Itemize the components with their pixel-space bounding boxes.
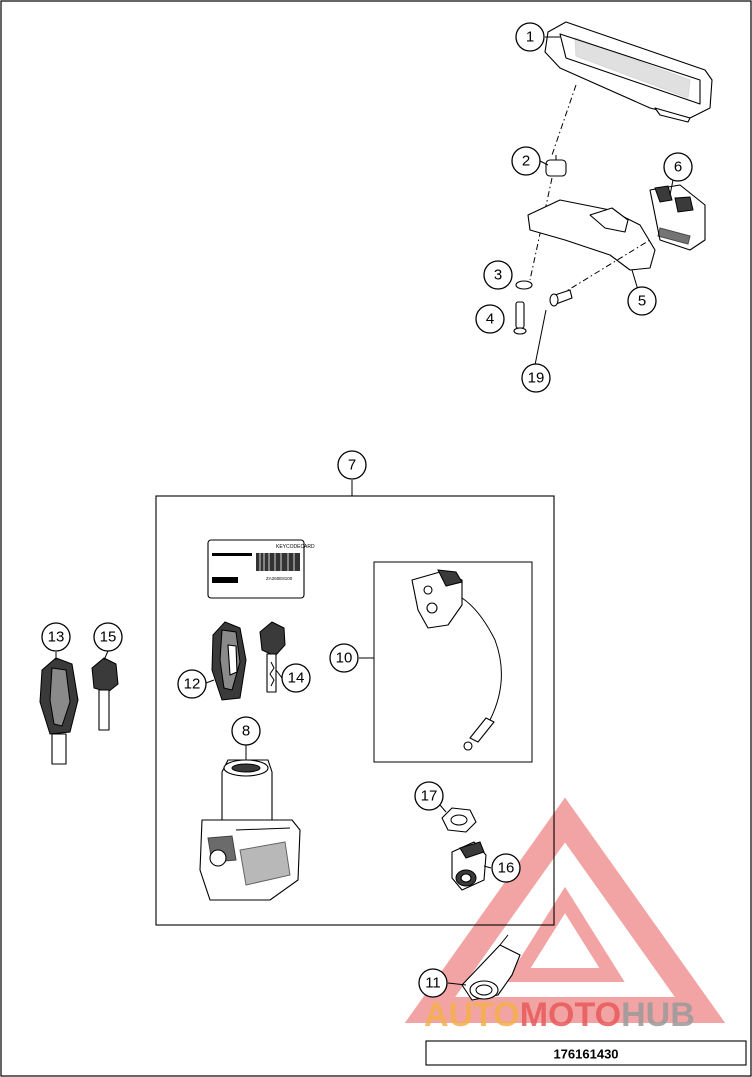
callout-label: 13 (48, 629, 65, 646)
ignition-lock (199, 759, 301, 901)
washer (515, 280, 533, 290)
callout-19: 19 (521, 363, 551, 393)
callout-label: 2 (522, 153, 530, 170)
callout-circle (281, 663, 311, 693)
callout-label: 1 (526, 29, 534, 46)
cable-assembly (411, 569, 502, 751)
callout-circle (177, 669, 207, 699)
card-title: KEYCODECARD (276, 544, 315, 550)
callout-circle (511, 146, 541, 176)
callout-circle (418, 968, 448, 998)
callout-8: 8 (231, 716, 261, 746)
callout-circle (231, 716, 261, 746)
key-code-card: KEYCODECARD ZA260E8100 (207, 539, 315, 599)
dashboard-display (544, 21, 713, 123)
card-code: ZA260E8100 (266, 576, 293, 581)
callout-label: 5 (638, 293, 646, 310)
callout-14: 14 (281, 663, 311, 693)
dash-line-2 (529, 177, 553, 281)
rubber-damper (545, 155, 567, 177)
watermark-text: AUTOMOTOHUB (424, 996, 695, 1034)
callout-circle (491, 853, 521, 883)
callout-17: 17 (414, 781, 444, 811)
lock-cylinder (451, 841, 487, 891)
screw-long (549, 289, 573, 307)
watermark-part2: MOTO (520, 996, 621, 1034)
key-fob-12 (211, 621, 247, 701)
callout-15: 15 (93, 622, 123, 652)
screw-short (513, 301, 527, 335)
callout-2: 2 (511, 146, 541, 176)
callout-circle (627, 286, 657, 316)
callout-4: 4 (475, 304, 505, 334)
callout-circle (475, 304, 505, 334)
callout-7: 7 (337, 450, 367, 480)
part-number-box (425, 1040, 747, 1066)
callout-label: 7 (348, 457, 356, 474)
cable-subframe (373, 561, 533, 763)
callout-label: 8 (242, 723, 250, 740)
callout-10: 10 (329, 643, 359, 673)
callout-label: 15 (100, 629, 117, 646)
svg-text:AUTOMOTOHUB: AUTOMOTOHUB (424, 996, 695, 1034)
callout-label: 17 (421, 788, 438, 805)
dash-line-3 (559, 239, 651, 296)
key-blank-15 (91, 657, 119, 731)
callout-label: 14 (288, 670, 305, 687)
kit-frame (155, 495, 555, 926)
callout-12: 12 (177, 669, 207, 699)
part-number: 176161430 (553, 1047, 618, 1062)
callout-1: 1 (515, 22, 545, 52)
dash-line-1 (551, 84, 577, 156)
callout-circle (515, 22, 545, 52)
callout-13: 13 (41, 622, 71, 652)
watermark-part3: HUB (621, 996, 695, 1034)
callout-label: 12 (184, 676, 201, 693)
key-fob-13 (39, 657, 79, 765)
hex-nut (441, 807, 477, 833)
callout-circle (93, 622, 123, 652)
callout-label: 19 (528, 370, 545, 387)
watermark-logo (404, 797, 726, 1023)
callout-6: 6 (663, 152, 693, 182)
lock-bracket (461, 934, 521, 1001)
callout-circle (521, 363, 551, 393)
callout-label: 6 (674, 159, 682, 176)
callout-circle (663, 152, 693, 182)
callout-label: 4 (486, 311, 494, 328)
callout-11: 11 (418, 968, 448, 998)
callout-circle (337, 450, 367, 480)
callout-3: 3 (483, 260, 513, 290)
callout-label: 16 (498, 860, 515, 877)
callout-circle (483, 260, 513, 290)
callout-circle (414, 781, 444, 811)
callout-5: 5 (627, 286, 657, 316)
callout-circle (41, 622, 71, 652)
watermark-part1: AUTO (424, 996, 520, 1034)
callout-label: 11 (425, 975, 441, 992)
callout-circle (329, 643, 359, 673)
display-bracket (527, 184, 706, 271)
callout-label: 3 (494, 267, 502, 284)
callout-label: 10 (336, 650, 353, 667)
key-blank-14 (259, 621, 286, 693)
callout-16: 16 (491, 853, 521, 883)
